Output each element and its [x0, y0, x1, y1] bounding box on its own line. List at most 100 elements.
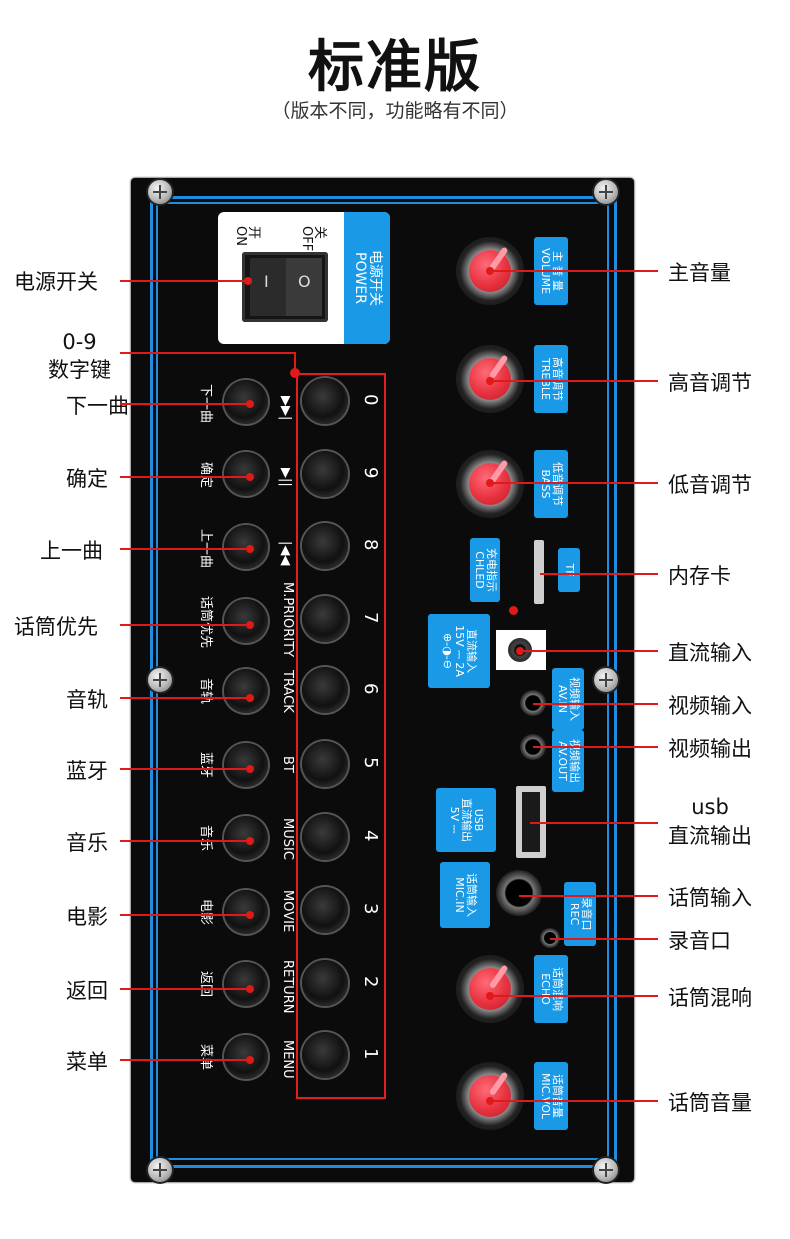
number-button-label: MENU: [280, 1040, 295, 1079]
numeric-keys-highlight: [296, 373, 386, 1099]
number-digit: 7: [360, 612, 381, 624]
echo-knob[interactable]: [456, 955, 524, 1023]
callout-dot: [246, 985, 254, 993]
mic-volume-tag: 话筒音量 MIC.VOL: [534, 1062, 568, 1130]
prev-track-icon: |◀◀: [278, 541, 293, 566]
screw-icon: [148, 180, 172, 204]
dc-in-tag-text: 直流输入 15V ⎓ 2A ⊕-◑-⊖: [441, 625, 478, 677]
left-button-label: 确定: [198, 462, 213, 489]
callout-line: [294, 352, 296, 370]
callout-dot: [244, 277, 252, 285]
power-rocker-switch[interactable]: I O: [242, 252, 328, 322]
number-6-button[interactable]: [302, 667, 348, 713]
callout-line: [120, 1059, 250, 1061]
left-button-label: 音乐: [198, 825, 213, 852]
callout-prev: 上一曲: [40, 539, 103, 563]
page-subtitle: （版本不同，功能略有不同）: [271, 100, 519, 122]
number-button-label: MUSIC: [280, 818, 295, 860]
number-1-button[interactable]: [302, 1032, 348, 1078]
power-tag: 电源开关 POWER: [344, 212, 390, 344]
number-2-button[interactable]: [302, 960, 348, 1006]
callout-mic-priority: 话筒优先: [14, 615, 98, 639]
number-digit: 8: [360, 539, 381, 551]
number-digit: 5: [360, 757, 381, 769]
callout-line: [490, 995, 658, 997]
callout-dot: [246, 765, 254, 773]
callout-return: 返回: [66, 979, 108, 1003]
number-digit: 9: [360, 467, 381, 479]
number-digit: 6: [360, 683, 381, 695]
av-in-tag: 视频输入 AV.IN: [552, 668, 584, 730]
callout-line: [540, 573, 658, 575]
callout-line: [120, 768, 250, 770]
left-button-label: 返回: [198, 971, 213, 998]
callout-line: [120, 476, 250, 478]
callout-dot: [246, 400, 254, 408]
callout-line: [490, 1100, 658, 1102]
callout-usb-out: usb 直流输出: [668, 795, 752, 848]
track-button[interactable]: [224, 669, 268, 713]
power-on-symbol: I: [264, 272, 269, 291]
callout-line: [490, 482, 658, 484]
dc-in-tag: 直流输入 15V ⎓ 2A ⊕-◑-⊖: [428, 614, 490, 688]
chled-tag-text: 充电指示 CHLED: [473, 548, 498, 592]
callout-av-in: 视频输入: [668, 694, 752, 718]
bass-tag: 低音调节 BASS: [534, 450, 568, 518]
callout-line: [120, 548, 250, 550]
callout-dot: [486, 1097, 494, 1105]
number-7-button[interactable]: [302, 596, 348, 642]
callout-power: 电源开关: [14, 270, 98, 294]
callout-next: 下一曲: [66, 394, 129, 418]
power-off-label: 关 OFF: [299, 226, 327, 252]
next-track-icon: ▶▶|: [278, 396, 293, 421]
callout-av-out: 视频输出: [668, 737, 752, 761]
usb-tag-text: USB 直流输出 5V ⎓: [448, 798, 485, 842]
left-button-label: 话筒优先: [198, 596, 213, 649]
callout-track: 音轨: [66, 688, 108, 712]
number-4-button[interactable]: [302, 814, 348, 860]
callout-line: [530, 822, 658, 824]
screw-icon: [594, 1158, 618, 1182]
return-button[interactable]: [224, 962, 268, 1006]
power-tag-text: 电源开关 POWER: [352, 250, 383, 306]
number-digit: 0: [360, 394, 381, 406]
callout-dot: [486, 267, 494, 275]
number-5-button[interactable]: [302, 741, 348, 787]
callout-ok: 确定: [66, 467, 108, 491]
tf-card-slot[interactable]: [534, 540, 544, 604]
callout-mic-volume: 话筒音量: [668, 1091, 752, 1115]
callout-memory-card: 内存卡: [668, 564, 731, 588]
chled-tag: 充电指示 CHLED: [470, 538, 500, 602]
number-button-label: BT: [280, 756, 295, 773]
callout-line: [120, 352, 296, 354]
number-9-button[interactable]: [302, 451, 348, 497]
mic-priority-button[interactable]: [224, 599, 268, 643]
callout-dot: [516, 647, 524, 655]
callout-line: [533, 703, 658, 705]
number-button-label: RETURN: [280, 960, 295, 1014]
callout-menu: 菜单: [66, 1050, 108, 1074]
treble-tag: 高音调节 TREBLE: [534, 345, 568, 413]
screw-icon: [148, 668, 172, 692]
callout-movie: 电影: [66, 905, 108, 929]
mic-in-jack[interactable]: [496, 870, 542, 916]
callout-dot: [246, 694, 254, 702]
callout-mic-in: 话筒输入: [668, 886, 752, 910]
usb-tag: USB 直流输出 5V ⎓: [436, 788, 496, 852]
callout-dot: [246, 911, 254, 919]
left-button-label: 电影: [198, 899, 213, 926]
number-digit: 2: [360, 976, 381, 988]
number-digit: 1: [360, 1048, 381, 1060]
callout-dot: [246, 473, 254, 481]
number-8-button[interactable]: [302, 523, 348, 569]
callout-rec: 录音口: [668, 929, 731, 953]
number-0-button[interactable]: [302, 378, 348, 424]
callout-line: [490, 270, 658, 272]
number-3-button[interactable]: [302, 887, 348, 933]
bluetooth-button[interactable]: [224, 743, 268, 787]
callout-line: [533, 746, 658, 748]
callout-dot: [246, 837, 254, 845]
callout-line: [120, 280, 248, 282]
mic-volume-knob[interactable]: [456, 1062, 524, 1130]
number-button-label: MOVIE: [280, 890, 295, 933]
